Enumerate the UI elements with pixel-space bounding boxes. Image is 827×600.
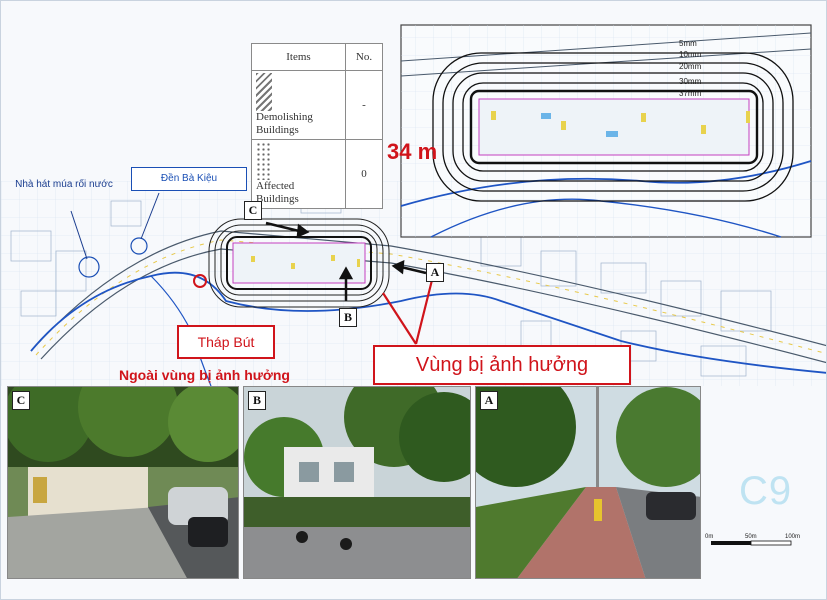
affected-zone-label: Vùng bị ảnh hưởng bbox=[373, 345, 631, 385]
building-outlines bbox=[10, 190, 772, 377]
outside-zone-label: Ngoài vùng bị ảnh hưởng bbox=[119, 367, 290, 383]
photo-b-scene bbox=[244, 387, 470, 578]
temple-label: Đền Bà Kiệu bbox=[131, 167, 247, 191]
inset-markings bbox=[491, 111, 750, 134]
distance-label: 34 m bbox=[387, 139, 438, 164]
scale-tick: 50m bbox=[745, 534, 757, 540]
viewpoint-tag-a: A bbox=[426, 263, 444, 282]
photo-tag: B bbox=[248, 391, 266, 410]
contour-label: 30mm bbox=[679, 77, 702, 86]
station-code: C9 bbox=[739, 469, 793, 513]
legend-header-items: Items bbox=[251, 43, 346, 71]
theatre-marker bbox=[78, 256, 100, 278]
theatre-label: Nhà hát múa rối nước bbox=[15, 179, 113, 190]
legend-label: Affected Buildings bbox=[256, 180, 299, 205]
contour-label: 37mm bbox=[679, 89, 702, 98]
scale-tick: 0m bbox=[705, 534, 714, 540]
legend-row-affected: Affected Buildings bbox=[251, 139, 346, 209]
legend-value: 0 bbox=[345, 139, 383, 209]
viewpoint-tag-b: B bbox=[339, 308, 357, 327]
callout-lines bbox=[70, 192, 160, 260]
viewpoint-tag-c: C bbox=[244, 201, 262, 220]
scale-bar bbox=[711, 540, 792, 546]
legend-header-no: No. bbox=[345, 43, 383, 71]
photo-a: A bbox=[475, 386, 701, 579]
contour-label: 20mm bbox=[679, 62, 702, 71]
scale-tick: 100m bbox=[785, 534, 801, 540]
dot-swatch bbox=[256, 142, 272, 180]
inset-water-marks bbox=[541, 113, 618, 137]
legend-row-demolishing: Demolishing Buildings bbox=[251, 70, 346, 140]
legend-table: Items No. Demolishing Buildings - Affect… bbox=[251, 43, 383, 209]
contour-label: 5mm bbox=[679, 39, 697, 48]
legend-label: Demolishing Buildings bbox=[256, 111, 313, 136]
photo-c-scene bbox=[8, 387, 238, 578]
contour-label: 10mm bbox=[679, 50, 702, 59]
hatch-swatch bbox=[256, 73, 272, 111]
temple-marker bbox=[130, 237, 148, 255]
photo-b: B bbox=[243, 386, 471, 579]
lake-shoreline bbox=[30, 271, 826, 374]
photo-a-scene bbox=[476, 387, 700, 578]
tower-label: Tháp Bút bbox=[177, 325, 275, 359]
photo-tag: C bbox=[12, 391, 30, 410]
tower-marker bbox=[193, 274, 207, 288]
photo-tag: A bbox=[480, 391, 498, 410]
station-contours bbox=[208, 218, 390, 308]
photo-c: C bbox=[7, 386, 239, 579]
legend-value: - bbox=[345, 70, 383, 140]
view-arrows bbox=[265, 221, 427, 301]
station-interior-markings bbox=[251, 255, 360, 269]
